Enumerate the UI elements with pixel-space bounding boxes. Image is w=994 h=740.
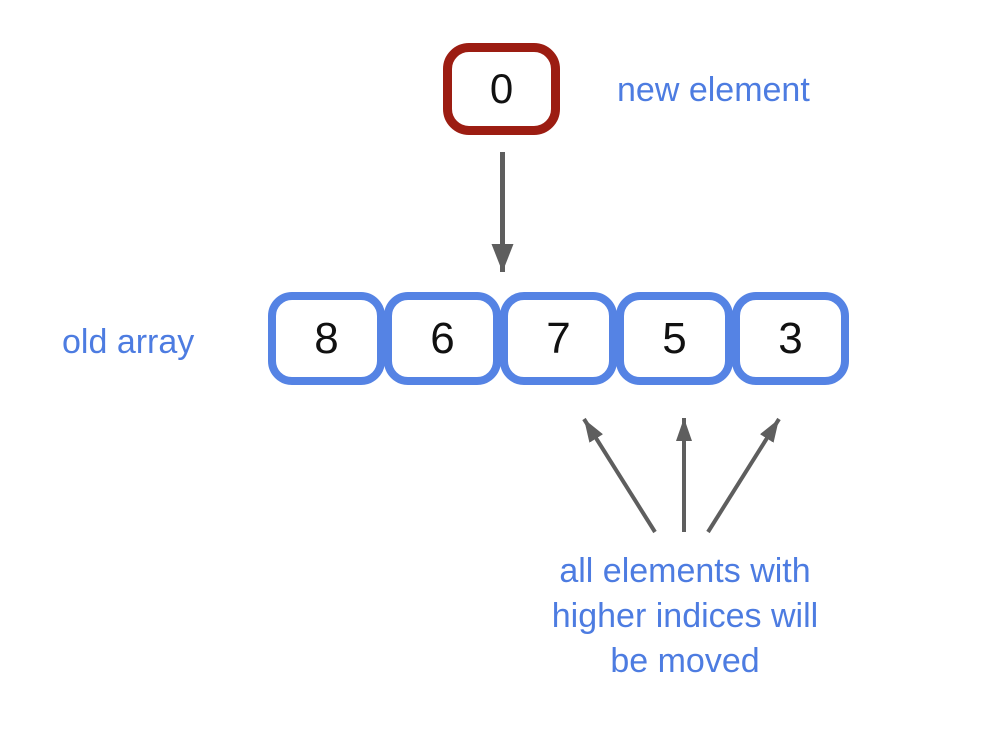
shift-arrow-right-icon [706, 417, 781, 534]
old-array-row: 8 6 7 5 3 [268, 292, 849, 385]
array-cell-0: 8 [268, 292, 385, 385]
array-cell-value: 3 [778, 313, 803, 363]
array-cell-value: 6 [430, 313, 455, 363]
array-cell-value: 7 [546, 313, 571, 363]
shift-annotation: all elements with higher indices will be… [551, 552, 819, 680]
array-cell-3: 5 [616, 292, 733, 385]
shift-arrow-left-icon [582, 417, 657, 534]
new-element-value: 0 [489, 65, 514, 112]
array-cell-2: 7 [500, 292, 617, 385]
array-cell-value: 8 [314, 313, 339, 363]
array-cell-4: 3 [732, 292, 849, 385]
old-array-label: old array [62, 323, 195, 361]
array-cell-value: 5 [662, 313, 687, 363]
array-cell-1: 6 [384, 292, 501, 385]
new-element-box: 0 [443, 43, 560, 135]
new-element-label: new element [617, 71, 810, 109]
